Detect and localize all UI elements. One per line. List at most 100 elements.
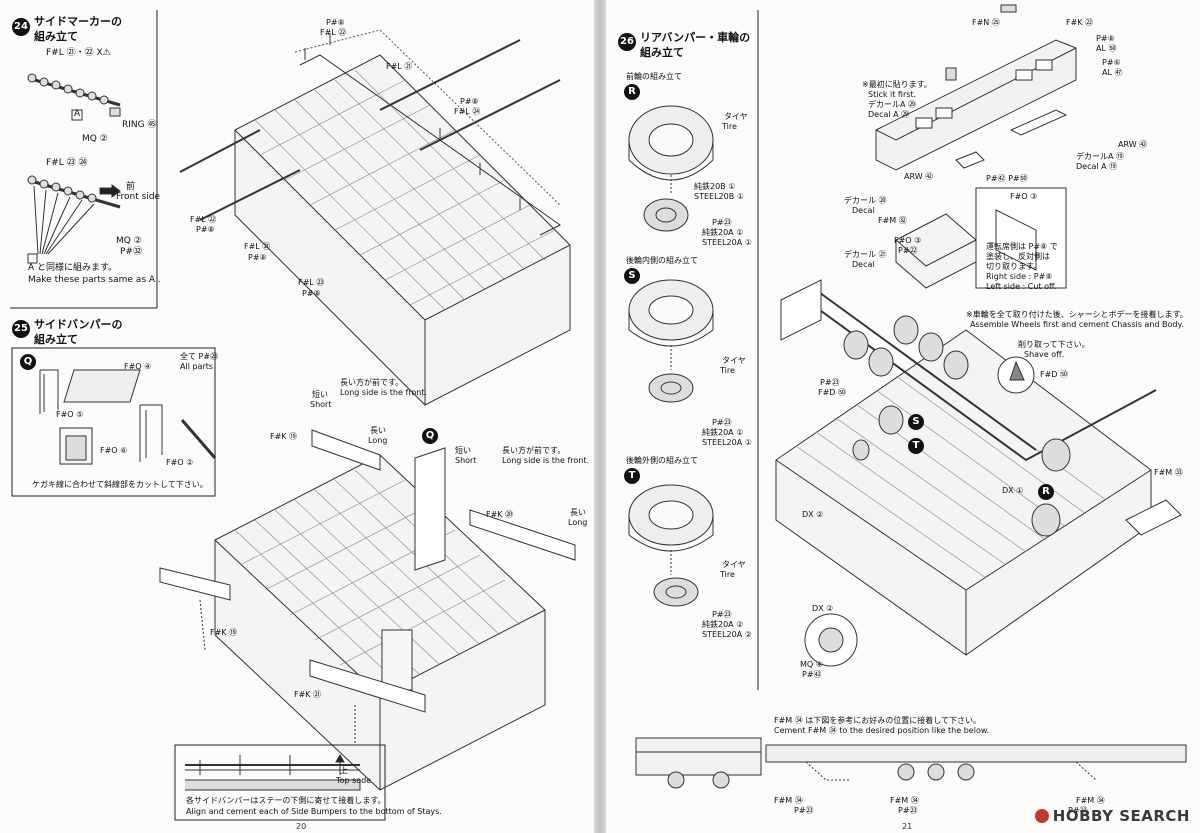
s-marker: S bbox=[908, 414, 924, 430]
label: P#㉓ bbox=[794, 806, 814, 815]
label: F#M ㉞ bbox=[890, 796, 919, 805]
r-badge: R bbox=[624, 84, 640, 100]
detail-top-label-en: Top sode bbox=[336, 776, 372, 785]
label: ARW ㊷ bbox=[904, 172, 934, 181]
label: F#K ⑳ bbox=[486, 510, 514, 519]
label: Tire bbox=[720, 570, 735, 579]
label: P#㉓ bbox=[1068, 806, 1088, 815]
label: P#⑧ bbox=[248, 253, 267, 262]
label: 短い bbox=[455, 446, 471, 455]
label: Stick it first. bbox=[868, 90, 917, 99]
label: F#L ㉒ bbox=[190, 215, 217, 224]
label: 純鉄20A ① bbox=[702, 228, 744, 237]
label: F#D ㊿ bbox=[1040, 370, 1069, 379]
assemble-note-jp: ※車輪を全て取り付けた後、シャーシとボデーを接着します。 bbox=[966, 310, 1188, 319]
bottom-note-jp: 各サイドバンパーはステーの下側に寄せて接着します。 bbox=[186, 796, 386, 805]
label: P#㉓ bbox=[820, 378, 840, 387]
hobby-search-logo-icon bbox=[1034, 809, 1049, 823]
label: Long bbox=[568, 518, 588, 527]
label: タイヤ bbox=[722, 356, 746, 365]
label: DX ② bbox=[812, 604, 834, 613]
label: DX ① bbox=[1002, 486, 1024, 495]
step-24-note-en: Make these parts same as A . bbox=[28, 275, 161, 285]
label: ※最初に貼ります。 bbox=[862, 80, 932, 89]
label: Tire bbox=[722, 122, 737, 131]
label: AL ㊼ bbox=[1102, 68, 1123, 77]
label: P#⑧ bbox=[1096, 34, 1115, 43]
box-a-label: A bbox=[74, 109, 81, 119]
label: F#O ② bbox=[166, 458, 194, 467]
label: 長い方が前です。 bbox=[340, 378, 404, 387]
label: F#K ⑲ bbox=[270, 432, 298, 441]
label: Long bbox=[368, 436, 388, 445]
label: P#⑧ bbox=[460, 97, 479, 106]
label: F#O ⑥ bbox=[100, 446, 128, 455]
label: F#K ⑲ bbox=[210, 628, 238, 637]
page-number-right: 21 bbox=[902, 822, 913, 831]
label: Right side : P#⑧ bbox=[986, 272, 1053, 281]
label: デカール ㉑ bbox=[844, 250, 887, 259]
label: RING ㊺ bbox=[122, 120, 157, 130]
label: MQ ④ bbox=[800, 660, 823, 669]
label: 長い方が前です。 bbox=[502, 446, 566, 455]
label: P#㉓ bbox=[712, 218, 732, 227]
label: P#⑥ bbox=[1102, 58, 1121, 67]
step-24-title: サイドマーカーの bbox=[34, 15, 122, 28]
label: P#㉓ bbox=[712, 418, 732, 427]
box-q-badge: Q bbox=[20, 354, 36, 370]
label: F#M ㉞ bbox=[774, 796, 803, 805]
book-gutter bbox=[594, 0, 606, 833]
step-24-badge: 24 bbox=[12, 18, 30, 36]
label: P#㉓ bbox=[712, 610, 732, 619]
label: P#⑧ bbox=[196, 225, 215, 234]
label: Shave off. bbox=[1024, 350, 1065, 359]
detail-top-label: 上 bbox=[340, 766, 348, 775]
label: 運転席側は P#⑧ で bbox=[986, 242, 1058, 251]
label: F#O ③ bbox=[1010, 192, 1038, 201]
label: Short bbox=[455, 456, 477, 465]
label: 全て P#㉓ bbox=[180, 352, 219, 361]
label: STEEL20A ① bbox=[702, 438, 752, 447]
label: P#㉓ bbox=[898, 806, 918, 815]
t-marker: T bbox=[908, 438, 924, 454]
label: F#M ㉝ bbox=[1154, 468, 1183, 477]
r-marker: R bbox=[1038, 484, 1054, 500]
label: 切り取ります。 bbox=[986, 262, 1042, 271]
label: Long side is the front. bbox=[502, 456, 590, 465]
label: 削り取って下さい。 bbox=[1018, 340, 1090, 349]
label: F#O ④ bbox=[124, 362, 152, 371]
cement-note-en: Cement F#M ㉞ to the desired position lik… bbox=[774, 726, 990, 735]
label: DX ② bbox=[802, 510, 824, 519]
step-26-badge: 26 bbox=[618, 33, 636, 51]
step-25-title: サイドバンパーの bbox=[34, 318, 123, 331]
label: F#K ㉑ bbox=[294, 690, 322, 699]
label: Tire bbox=[720, 366, 735, 375]
q-marker: Q bbox=[422, 428, 438, 444]
label: Decal bbox=[852, 206, 875, 215]
label: F#M ㉜ bbox=[878, 216, 907, 225]
label: Short bbox=[310, 400, 332, 409]
label: F#L ㉑ bbox=[244, 242, 271, 251]
label: STEEL20A ② bbox=[702, 630, 752, 639]
front-wheel-title: 前輪の組み立て bbox=[626, 72, 682, 81]
s-badge: S bbox=[624, 268, 640, 284]
label: デカール ⑳ bbox=[844, 196, 887, 205]
bottom-note-en: Align and cement each of Side Bumpers to… bbox=[186, 807, 442, 816]
label: STEEL20B ① bbox=[694, 192, 744, 201]
label: F#L ㉒ bbox=[320, 28, 347, 37]
label: タイヤ bbox=[724, 112, 748, 121]
label: F#L ㉔ bbox=[454, 107, 481, 116]
label: 長い bbox=[570, 508, 586, 517]
label: デカールA ㉙ bbox=[868, 100, 917, 109]
step-24-note-jp: A と同様に組みます。 bbox=[28, 263, 118, 273]
page-number-left: 20 bbox=[296, 822, 307, 831]
label: P#㊷ P#㊿ bbox=[986, 174, 1028, 183]
label: 長い bbox=[370, 426, 386, 435]
label: Front side bbox=[116, 192, 161, 202]
t-badge: T bbox=[624, 468, 640, 484]
label: 純鉄20A ② bbox=[702, 620, 744, 629]
cement-note-jp: F#M ㉞ は下図を参考にお好みの位置に接着して下さい。 bbox=[774, 716, 982, 725]
left-page-linework bbox=[10, 10, 576, 821]
label: Left side : Cut off. bbox=[986, 282, 1058, 291]
page-right: 26 リアバンパー・車輪の 組み立て 前輪の組み立て R タイヤ Tire 純鉄… bbox=[606, 0, 1200, 833]
